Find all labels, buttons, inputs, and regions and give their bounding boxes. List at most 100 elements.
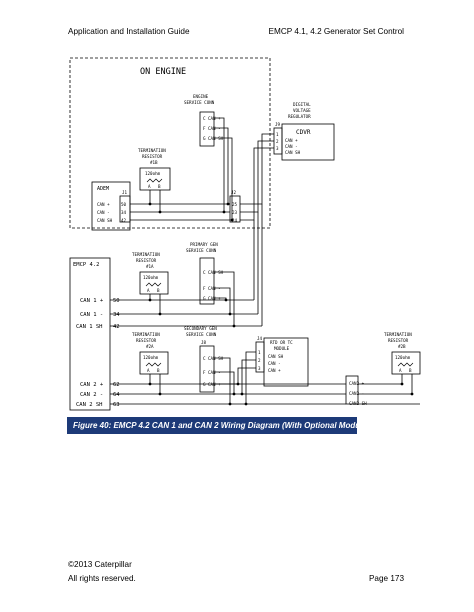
secondary-conn-pin-f: F	[203, 370, 206, 375]
term-1a-ohm: 120ohm	[143, 275, 159, 280]
emcp-can2-pin-1: 62	[113, 382, 120, 388]
dvr-name: CDVR	[296, 129, 311, 136]
term-1a-box	[139, 271, 169, 295]
term-2b-pin-a: A	[399, 368, 402, 373]
footer-page-number: Page 173	[368, 574, 404, 583]
adem-pin-3: 42	[121, 218, 127, 223]
term-2a-id: #2A	[146, 344, 154, 349]
term-1a-line1: TERMINATION	[132, 252, 160, 257]
adem-conn: J1	[122, 190, 128, 195]
adem-label-3: CAN SH	[97, 218, 113, 223]
secondary-conn-line1: SECONDARY GEN	[184, 326, 217, 331]
primary-conn-label-1: CAN SH	[208, 270, 224, 275]
dvr-pin-2: 2	[276, 139, 279, 144]
term-1b-pin-a: A	[148, 184, 151, 189]
dvr-pin-1: 1	[276, 132, 279, 137]
emcp-can1-label-3: CAN 1 SH	[76, 324, 103, 330]
term-1a-line2: RESISTOR	[136, 258, 157, 263]
rtd-pin-2: 2	[258, 358, 261, 363]
dvr-line1: DIGITAL	[293, 102, 311, 107]
rtd-line2: MODULE	[274, 346, 290, 351]
emcp-can1-pin-3: 42	[113, 324, 120, 330]
engine-conn-label-3: CAN SH	[208, 136, 224, 141]
dvr-line3: REGULATOR	[288, 114, 311, 119]
primary-conn-box	[199, 257, 215, 305]
term-1a-pin-a: A	[147, 288, 150, 293]
j2-pin-1: 25	[232, 202, 238, 207]
dvr-label-3: CAN SH	[285, 150, 301, 155]
term-2a-pin-a: A	[147, 368, 150, 373]
term-1b-ohm: 120ohm	[145, 171, 161, 176]
emcp-can2-label-3: CAN 2 SH	[76, 402, 103, 408]
dvr-line2: VOLTAGE	[293, 108, 311, 113]
can2-bus-box	[345, 375, 359, 405]
term-1b-line1: TERMINATION	[138, 148, 166, 153]
rtd-conn: J4	[257, 336, 263, 341]
emcp-can2-pin-2: 64	[113, 392, 120, 398]
can2-bus-label-2: CAN2 -	[349, 391, 364, 396]
term-2a-ohm: 120ohm	[143, 355, 159, 360]
term-2b-box	[391, 351, 421, 375]
secondary-conn-line2: SERVICE CONN	[186, 332, 217, 337]
emcp-can1-label-1: CAN 1 +	[80, 298, 104, 304]
engine-conn-line2: SERVICE CONN	[184, 100, 215, 105]
j2-label: J2	[231, 190, 237, 195]
primary-conn-pin-f: F	[203, 286, 206, 291]
j2-pin-2: 23	[232, 210, 238, 215]
engine-conn-box	[199, 111, 215, 147]
term-1b-id: #1B	[150, 160, 158, 165]
adem-label-1: CAN +	[97, 202, 110, 207]
term-2a-line2: RESISTOR	[136, 338, 157, 343]
secondary-conn-box	[199, 345, 215, 393]
primary-conn-pin-c: C	[203, 270, 206, 275]
emcp-can1-pin-1: 50	[113, 298, 120, 304]
engine-conn-label-2: CAN -	[208, 126, 221, 131]
primary-conn-label-3: CAN +	[208, 296, 221, 301]
secondary-conn-conn: J8	[201, 340, 207, 345]
dvr-pin-3: 3	[276, 146, 279, 151]
term-1a-id: #1A	[146, 264, 154, 269]
on-engine-region	[69, 57, 271, 229]
term-2a-line1: TERMINATION	[132, 332, 160, 337]
rtd-pin-3: 3	[258, 366, 261, 371]
primary-conn-label-2: CAN -	[208, 286, 221, 291]
primary-conn-pin-g: G	[203, 296, 206, 301]
can2-bus-label-3: CAN2 SH	[349, 401, 367, 406]
emcp-can2-label-1: CAN 2 +	[80, 382, 104, 388]
emcp-name: EMCP 4.2	[73, 262, 100, 268]
dvr-conn: J9	[275, 122, 281, 127]
emcp-can2-label-2: CAN 2 -	[80, 392, 103, 398]
footer-rights: All rights reserved.	[68, 574, 136, 583]
term-2a-box	[139, 351, 169, 375]
term-1a-pin-b: B	[157, 288, 160, 293]
figure-caption: Figure 40: EMCP 4.2 CAN 1 and CAN 2 Wiri…	[67, 417, 374, 434]
engine-conn-line1: ENGINE	[193, 94, 209, 99]
rtd-j4-box	[255, 341, 265, 373]
emcp-box	[69, 257, 111, 411]
rtd-label-2: CAN -	[268, 361, 281, 366]
footer-copyright: ©2013 Caterpillar	[68, 560, 132, 569]
rtd-pin-1: 1	[258, 350, 261, 355]
adem-label-2: CAN -	[97, 210, 110, 215]
engine-conn-pin-c: C	[203, 116, 206, 121]
engine-conn-pin-f: F	[203, 126, 206, 131]
secondary-conn-label-2: CAN -	[208, 370, 221, 375]
can2-bus-label-1: CAN2 +	[349, 381, 365, 386]
j2-box	[229, 195, 241, 223]
secondary-conn-pin-c: C	[203, 356, 206, 361]
dvr-label-2: CAN -	[285, 144, 298, 149]
term-2a-pin-b: B	[157, 368, 160, 373]
j2-pin-3: 24	[232, 218, 238, 223]
adem-pin-1: 50	[121, 202, 127, 207]
rtd-label-3: CAN +	[268, 368, 281, 373]
rtd-label-1: CAN SH	[268, 354, 284, 359]
adem-pin-2: 34	[121, 210, 127, 215]
primary-conn-line1: PRIMARY GEN	[190, 242, 218, 247]
primary-conn-line2: SERVICE CONN	[186, 248, 217, 253]
term-2b-line2: RESISTOR	[388, 338, 409, 343]
adem-j1-box	[119, 195, 131, 223]
on-engine-label: ON ENGINE	[140, 67, 186, 77]
header-guide-title: Application and Installation Guide	[68, 27, 190, 36]
adem-name: ADEM	[97, 186, 109, 192]
